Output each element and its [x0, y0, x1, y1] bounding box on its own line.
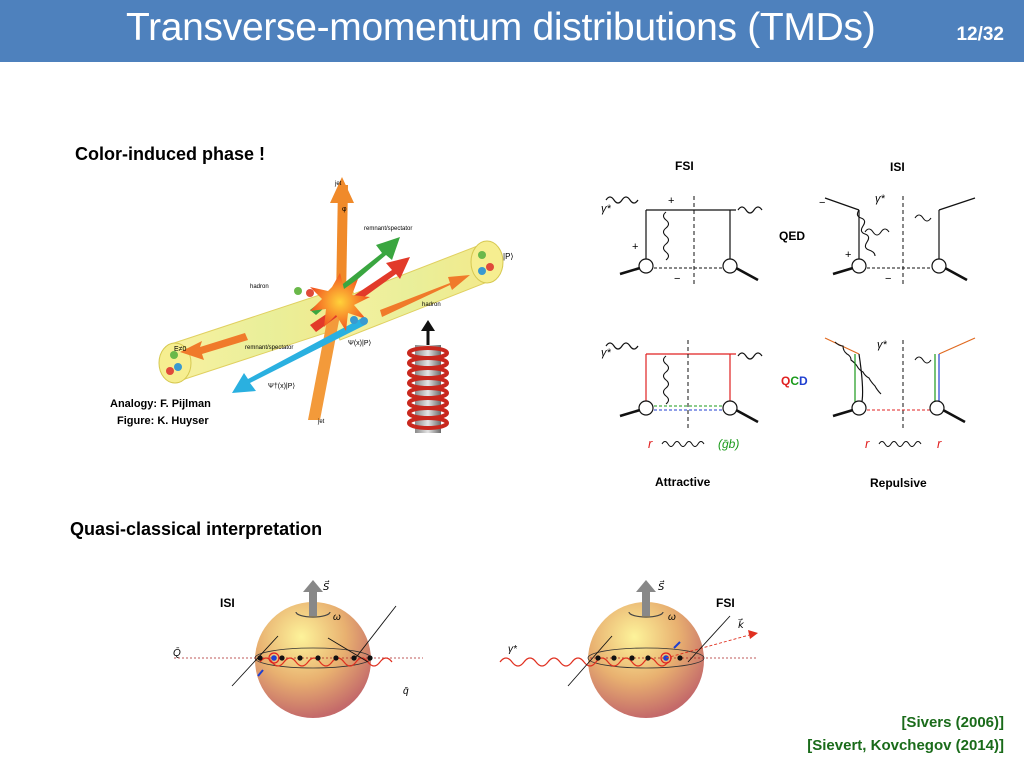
label-psi-ket: Ψ(x)|P⟩ [348, 339, 371, 347]
figure-credit: Figure: K. Huyser [117, 415, 209, 427]
gamma-star-qcd-fsi: γ* [601, 347, 612, 359]
k-label: k⃗ [738, 618, 745, 631]
gamma-star-qed-isi: γ* [875, 193, 886, 205]
color-gb-qcd-fsi: (ḡb) [718, 437, 739, 451]
reference-sivers: [Sivers (2006)] [901, 714, 1004, 731]
qbar-label: Q̄ [173, 646, 181, 659]
plus-top-qed-fsi: + [668, 195, 674, 207]
fsi-sphere-diagram: S⃗ ω γ* k⃗ [499, 580, 758, 718]
plus-left-qed-isi: + [845, 249, 851, 261]
slide-header: Transverse-momentum distributions (TMDs)… [0, 0, 1024, 62]
spin-arrow-icon [309, 590, 317, 616]
orange-arrow-right [380, 275, 470, 317]
qed-isi-diagram: γ* − + − [819, 193, 976, 285]
quark-dots-center [294, 287, 368, 325]
fsi-column-label: FSI [675, 159, 694, 173]
orange-arrow-left [180, 333, 248, 360]
color-r-right-qcd-isi: r [937, 436, 942, 451]
q-label: q̄ [403, 686, 409, 697]
qcd-label: QCD [781, 374, 808, 388]
label-jet-top: jet [334, 181, 342, 187]
qed-label: QED [779, 229, 806, 243]
plus-left-qed-fsi: + [632, 241, 638, 253]
minus-bottom-qed-isi: − [885, 273, 891, 285]
minus-top-qed-isi: − [819, 197, 825, 209]
spin-label-fsi: S⃗ [658, 580, 665, 593]
solenoid-icon [407, 320, 449, 433]
nucleon-sphere [255, 602, 371, 718]
color-phase-heading: Color-induced phase ! [75, 144, 266, 164]
reference-sievert-kovchegov: [Sievert, Kovchegov (2014)] [807, 737, 1004, 754]
label-remnant-top: remnant/spectator [364, 226, 412, 232]
quark-dots-right [478, 251, 494, 275]
color-r-qcd-fsi: r [648, 436, 653, 451]
slide-title: Transverse-momentum distributions (TMDs) [126, 6, 876, 49]
repulsive-label: Repulsive [870, 476, 927, 490]
analogy-figure: jet φ remnant/spectator hadron |P⟩ hadro… [158, 177, 514, 433]
quasi-classical-heading: Quasi-classical interpretation [70, 519, 323, 539]
isi-sphere-label: ISI [220, 596, 235, 610]
spin-label-isi: S⃗ [323, 580, 330, 593]
quark-dots-left [166, 351, 182, 375]
label-remnant-bottom: remnant/spectator [245, 345, 293, 351]
color-r-left-qcd-isi: r [865, 436, 870, 451]
isi-sphere-diagram: S⃗ ω Q̄ q̄ [173, 580, 423, 718]
fsi-sphere-label: FSI [716, 596, 735, 610]
label-jet-bottom: jet [317, 419, 325, 425]
page-number: 12/32 [956, 24, 1004, 45]
attractive-label: Attractive [655, 475, 711, 489]
label-hadron-left: hadron [250, 284, 269, 290]
gamma-star-qcd-isi: γ* [877, 339, 888, 351]
omega-label-isi: ω [333, 612, 341, 623]
qcd-isi-diagram: γ* r r [824, 337, 976, 451]
spectator-arrow-blue [232, 318, 365, 393]
gamma-star-qed-fsi: γ* [601, 203, 612, 215]
qcd-fsi-diagram: γ* r (ḡb) [601, 340, 763, 451]
isi-column-label: ISI [890, 160, 905, 174]
minus-qed-fsi: − [674, 273, 680, 285]
analogy-credit: Analogy: F. Pijlman [110, 398, 211, 410]
interaction-burst [310, 273, 370, 331]
qed-fsi-diagram: γ* + + − [601, 195, 763, 285]
omega-label-fsi: ω [668, 612, 676, 623]
gamma-star-label-fsi: γ* [508, 644, 518, 655]
jet-top [336, 185, 348, 300]
label-ket-p: |P⟩ [503, 252, 514, 261]
label-e-neq-0: E≠0 [174, 346, 187, 353]
label-hadron-right: hadron [422, 302, 441, 308]
spin-arrow-icon [642, 590, 650, 616]
label-phi: φ [342, 206, 347, 213]
label-psi-dagger: Ψ†(x)|P⟩ [268, 382, 295, 390]
